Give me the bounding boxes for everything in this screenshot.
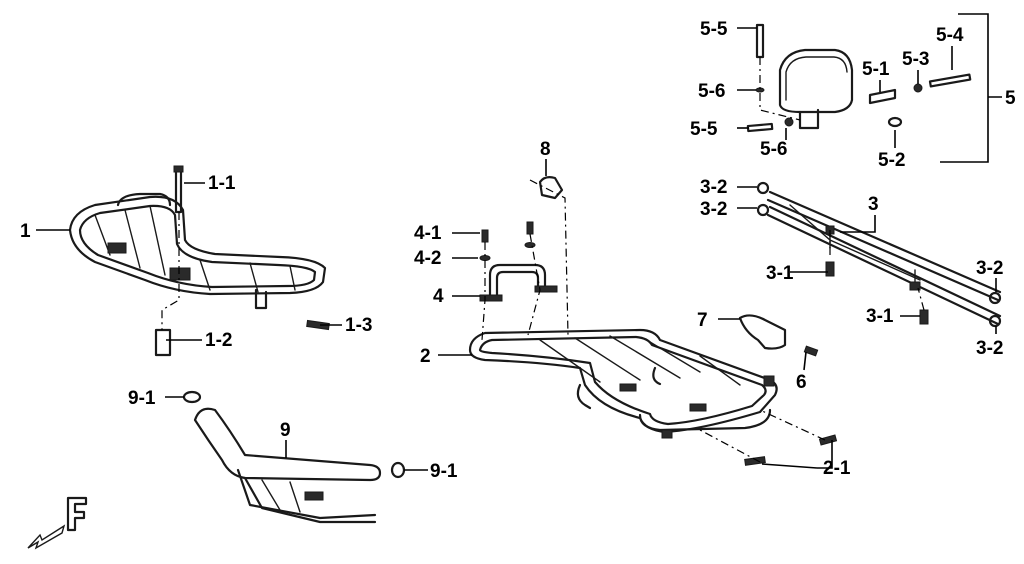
callout-5-4: 5-4 <box>936 25 964 46</box>
part-3-2-caps <box>756 181 1002 328</box>
callout-5-5b: 5-5 <box>690 119 718 140</box>
callout-3-2b: 3-2 <box>700 199 727 220</box>
callout-5-6a: 5-6 <box>698 81 725 102</box>
callout-5: 5 <box>1005 88 1016 109</box>
callout-5-3: 5-3 <box>902 49 929 70</box>
front-bumper <box>193 407 382 524</box>
callout-5-1: 5-1 <box>862 59 890 80</box>
callout-4: 4 <box>433 286 444 307</box>
callout-5-6b: 5-6 <box>760 139 787 160</box>
part-7-bracket <box>738 314 787 350</box>
callout-1-1: 1-1 <box>208 173 236 194</box>
handle <box>479 263 558 302</box>
side-rails <box>766 190 1002 326</box>
part-1-3-bolt <box>306 319 330 331</box>
callout-1: 1 <box>20 221 31 242</box>
front-rack <box>68 192 327 357</box>
part-8-clip <box>538 176 564 200</box>
front-direction-arrow-icon <box>27 496 88 550</box>
callout-2-1: 2-1 <box>823 458 851 479</box>
callout-7: 7 <box>697 310 708 331</box>
callout-3-2c: 3-2 <box>976 258 1003 279</box>
backrest <box>778 48 897 130</box>
callout-6: 6 <box>796 372 807 393</box>
callout-2: 2 <box>420 346 431 367</box>
part-6-bolt <box>803 345 819 357</box>
callout-4-2: 4-2 <box>414 248 441 269</box>
callout-5-2: 5-2 <box>878 150 905 171</box>
rear-frame <box>468 328 778 439</box>
callout-9-1a: 9-1 <box>128 388 156 409</box>
leader-lines <box>36 13 1002 471</box>
part-4-2-washers <box>479 242 536 261</box>
callout-3-1b: 3-1 <box>866 306 894 327</box>
callout-8: 8 <box>540 139 551 160</box>
callout-1-3: 1-3 <box>345 315 372 336</box>
callout-3-1a: 3-1 <box>766 263 794 284</box>
callout-9-1b: 9-1 <box>430 461 458 482</box>
part-5-hardware <box>746 23 972 133</box>
callout-4-1: 4-1 <box>414 223 442 244</box>
callout-9: 9 <box>280 420 291 441</box>
part-4-1-bolts <box>481 221 534 243</box>
callout-3-2d: 3-2 <box>976 338 1003 359</box>
callout-5-5a: 5-5 <box>700 19 728 40</box>
part-2-1-bolts <box>744 434 838 466</box>
callout-3: 3 <box>868 194 879 215</box>
callout-1-2: 1-2 <box>205 330 232 351</box>
callout-3-2a: 3-2 <box>700 177 727 198</box>
callout-labels: 1 1-1 1-2 1-3 2 2-1 3 3-1 3-1 3-2 3-2 3-… <box>20 19 1016 482</box>
